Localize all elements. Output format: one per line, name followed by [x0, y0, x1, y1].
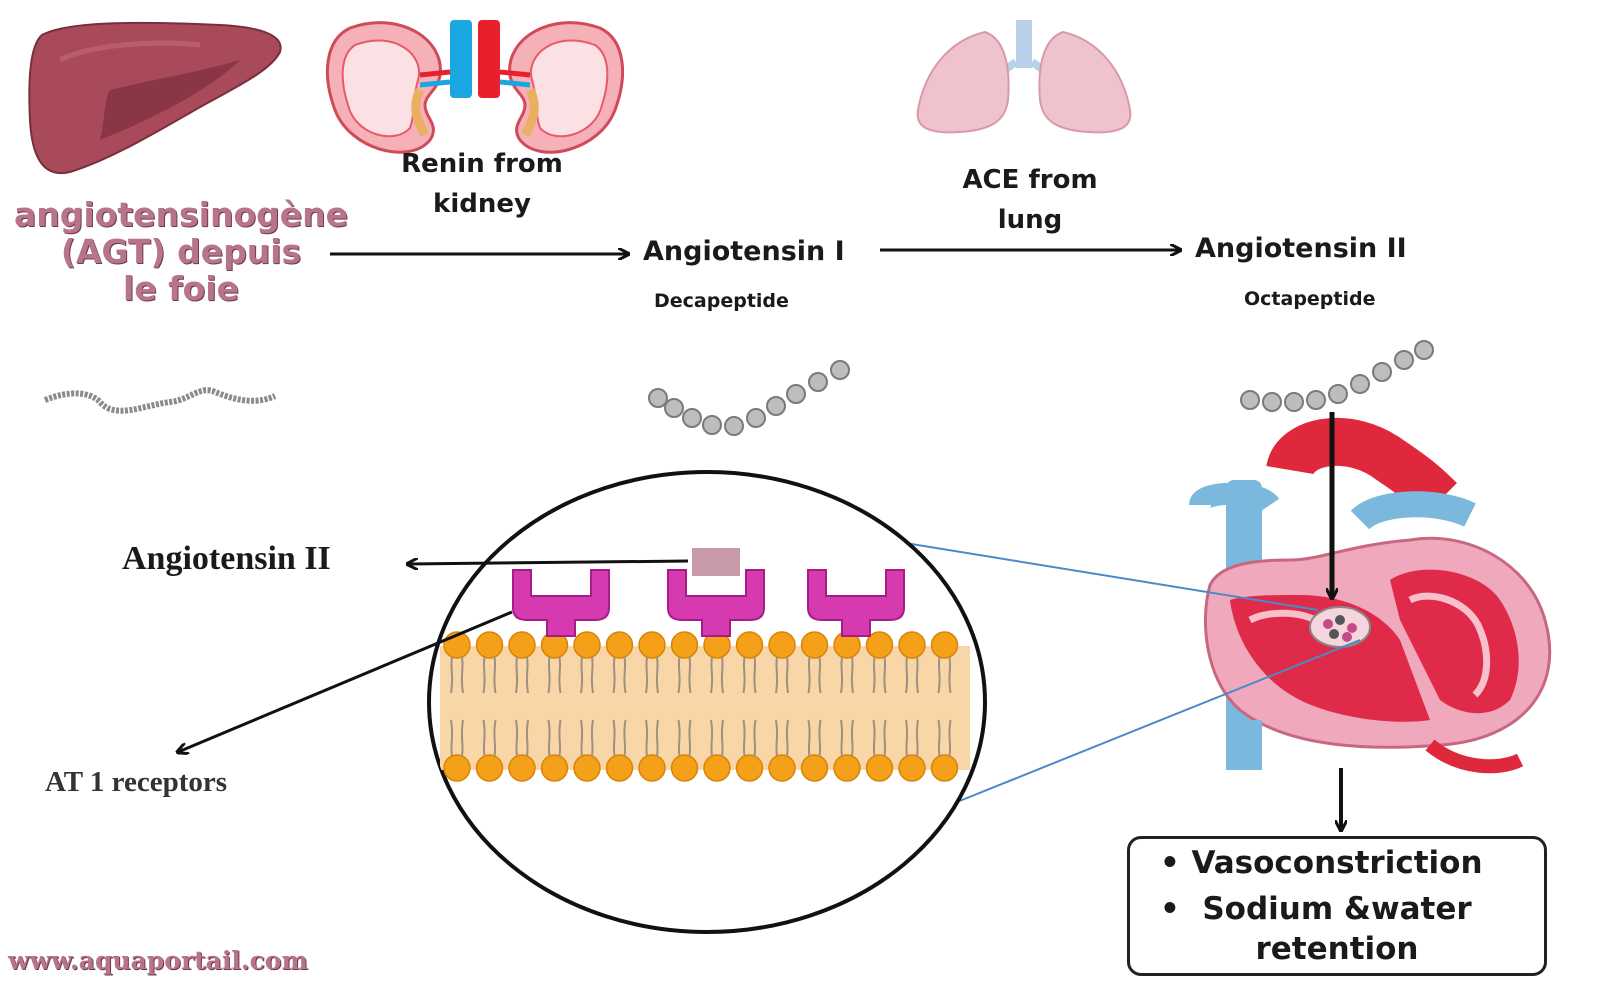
angiotensin-i-label: Angiotensin I: [643, 236, 845, 267]
agt-label-line3: le foie: [123, 269, 239, 308]
angiotensin-ii-receptor-label: Angiotensin II: [122, 540, 331, 577]
renin-label: Renin from kidney: [384, 144, 580, 224]
effect-item-vasoconstriction: • Vasoconstriction: [1130, 843, 1544, 883]
ace-label-line2: lung: [997, 205, 1063, 235]
effect-text: retention: [1255, 931, 1419, 967]
zoom-line-top: [892, 540, 1319, 611]
octapeptide-chain: [1240, 340, 1434, 412]
angiotensin-ii-label: Angiotensin II: [1195, 233, 1407, 264]
agt-label-line2: (AGT) depuis: [60, 232, 302, 271]
renin-label-line2: kidney: [433, 189, 531, 219]
lung-icon: [916, 20, 1132, 134]
octapeptide-label: Octapeptide: [1244, 288, 1376, 310]
at1-receptors-label: AT 1 receptors: [45, 766, 228, 798]
kidney-icon: [325, 20, 625, 154]
decapeptide-chain: [648, 360, 850, 436]
agt-label: angiotensinogène (AGT) depuis le foie: [0, 196, 362, 307]
effect-item-sodium-water: • Sodium &water: [1130, 889, 1544, 929]
agt-peptide-chain: [43, 387, 277, 414]
decapeptide-label: Decapeptide: [654, 290, 789, 312]
effect-text: Vasoconstriction: [1191, 845, 1483, 881]
agt-label-line1: angiotensinogène: [13, 195, 348, 234]
watermark: www.aquaportail.com: [8, 946, 308, 975]
liver-icon: [28, 21, 282, 175]
zoom-line-bottom: [956, 639, 1361, 803]
heart-icon: [1189, 417, 1552, 774]
effect-text: Sodium &water: [1202, 891, 1472, 927]
bullet-icon: •: [1160, 891, 1180, 927]
angiotensin-ii-ligand: [692, 548, 740, 576]
arrow-ligand-to-label: [408, 561, 689, 564]
effects-box: • Vasoconstriction • Sodium &water reten…: [1127, 836, 1547, 976]
renin-label-line1: Renin from: [401, 149, 563, 179]
ace-label-line1: ACE from: [962, 165, 1098, 195]
arrow-receptor-to-at1: [178, 610, 513, 752]
membrane-zoom-circle: [427, 470, 987, 934]
effect-item-sodium-water-line2: retention: [1130, 929, 1544, 969]
bullet-icon: •: [1160, 845, 1180, 881]
ace-label: ACE from lung: [930, 160, 1130, 240]
